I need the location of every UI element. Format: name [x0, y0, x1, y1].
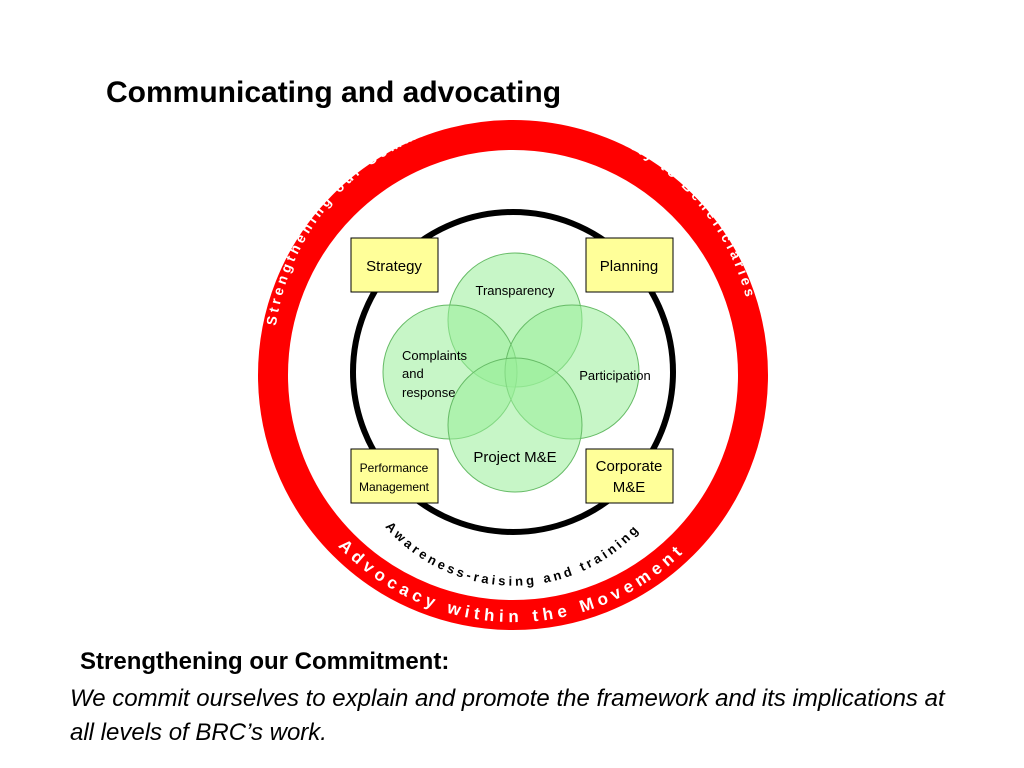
planning-label: Planning [600, 258, 658, 275]
venn-circles [382, 252, 640, 493]
box-strategy: Strategy [350, 237, 439, 293]
transparency-label: Transparency [476, 283, 555, 298]
participation-label: Participation [579, 368, 651, 383]
performance-label-line2: Management [359, 480, 430, 494]
box-performance-management: Performance Management [350, 448, 439, 504]
strategy-label: Strategy [366, 258, 422, 275]
outer-red-ring [258, 120, 768, 630]
corporate-label-line1: Corporate [596, 458, 663, 475]
complaints-label-line1: Complaints [402, 348, 468, 363]
caption-heading: Strengthening our Commitment: [80, 648, 450, 675]
circle-project-me [447, 357, 583, 493]
performance-label-line1: Performance [360, 461, 429, 475]
complaints-label-line3: response [402, 385, 455, 400]
box-corporate-me: Corporate M&E [585, 448, 674, 504]
inner-black-ring [350, 209, 676, 535]
complaints-label-line2: and [402, 366, 424, 381]
slide-title: Communicating and advocating [106, 76, 562, 109]
corporate-label-line2: M&E [613, 479, 646, 496]
caption-body: We commit ourselves to explain and promo… [70, 685, 945, 746]
box-planning: Planning [585, 237, 674, 293]
project-me-label: Project M&E [473, 449, 556, 466]
